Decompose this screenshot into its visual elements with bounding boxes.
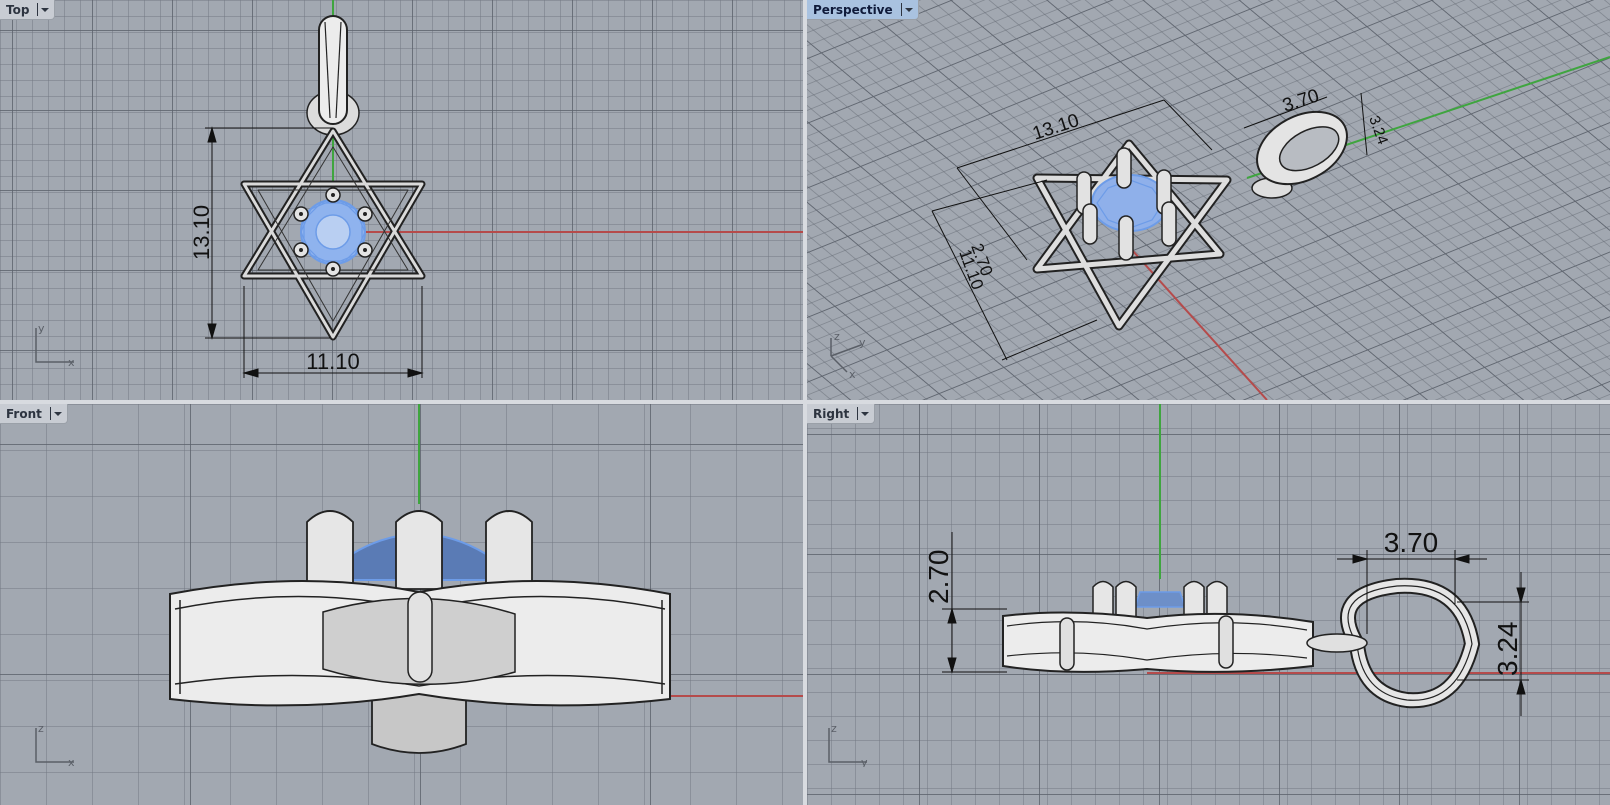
dimension-bail-height: 3.24 <box>1365 114 1391 147</box>
dropdown-arrow-icon[interactable] <box>904 7 913 12</box>
right-scene: 2.70 3.70 3.24 <box>807 404 1610 805</box>
svg-text:y: y <box>861 756 868 767</box>
viewport-perspective[interactable]: Perspective <box>807 0 1610 400</box>
svg-text:x: x <box>68 356 75 367</box>
axis-indicator: y x <box>32 322 82 367</box>
svg-text:x: x <box>849 368 856 381</box>
viewport-front[interactable]: Front <box>0 404 803 805</box>
dimension-height: 13.10 <box>189 205 214 260</box>
axis-indicator: z y <box>825 722 875 767</box>
axis-indicator: z x <box>32 722 82 767</box>
top-scene: 13.10 11.10 <box>0 0 803 400</box>
svg-text:z: z <box>38 722 44 735</box>
dimension-bail-width: 3.70 <box>1384 527 1439 558</box>
front-scene <box>0 404 803 805</box>
viewport-top[interactable]: Top <box>0 0 803 400</box>
viewport-title: Perspective <box>813 2 893 17</box>
dropdown-arrow-icon[interactable] <box>41 7 50 12</box>
viewport-label-front[interactable]: Front <box>0 404 68 424</box>
viewport-title: Front <box>6 406 42 421</box>
svg-text:x: x <box>68 756 75 767</box>
viewport-title: Right <box>813 406 850 421</box>
svg-text:z: z <box>834 330 840 343</box>
perspective-scene: 13.10 2.70 11.10 3.70 3.24 <box>807 0 1610 400</box>
dropdown-arrow-icon[interactable] <box>53 411 62 416</box>
viewport-right[interactable]: Right <box>807 404 1610 805</box>
viewport-label-right[interactable]: Right <box>807 404 876 424</box>
axis-indicator: z y x <box>825 330 885 390</box>
dimension-width: 11.10 <box>306 349 359 374</box>
grid-major <box>0 0 803 400</box>
svg-text:y: y <box>859 336 866 349</box>
viewport-title: Top <box>6 2 30 17</box>
svg-text:y: y <box>38 322 45 335</box>
viewport-label-top[interactable]: Top <box>0 0 56 20</box>
dimension-height: 2.70 <box>923 550 954 605</box>
svg-text:z: z <box>831 722 837 735</box>
dropdown-arrow-icon[interactable] <box>861 411 870 416</box>
viewport-label-perspective[interactable]: Perspective <box>807 0 919 20</box>
dimension-bail-height: 3.24 <box>1492 622 1523 677</box>
dimension-length: 13.10 <box>1030 110 1082 145</box>
